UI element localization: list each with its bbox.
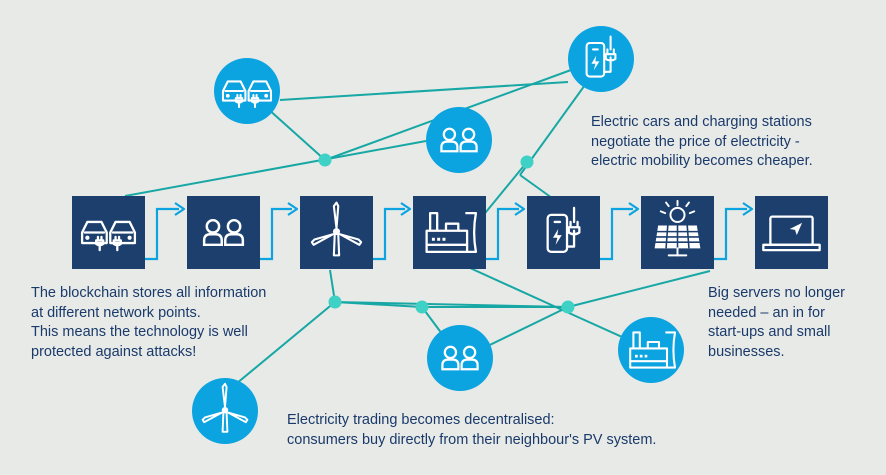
chain-box — [300, 196, 373, 269]
people-icon — [440, 127, 478, 153]
network-connection-line — [567, 270, 711, 308]
network-circle — [426, 107, 492, 173]
charging-station-icon — [546, 206, 581, 254]
wind-turbine-icon — [310, 201, 363, 257]
caption-big-servers: Big servers no longer needed – an in for… — [708, 285, 846, 360]
chain-box — [755, 196, 828, 269]
network-circle — [427, 325, 493, 391]
chain-arrow — [373, 202, 412, 261]
network-junctions — [318, 153, 575, 314]
network-circle — [618, 317, 684, 383]
factory-icon — [629, 331, 677, 369]
solar-panel-icon — [654, 199, 701, 257]
chain-arrows — [145, 202, 754, 261]
chain-arrow — [486, 202, 526, 261]
caption-electric-mobility: Electric cars and charging stations nego… — [591, 114, 813, 169]
electric-car-icon — [221, 80, 273, 109]
network-node — [520, 155, 534, 169]
chain-box — [187, 196, 260, 269]
network-lines — [124, 58, 711, 399]
chain-box — [527, 196, 600, 269]
chain-arrow — [714, 202, 754, 261]
chain-arrow — [145, 202, 186, 261]
people-icon — [441, 345, 479, 371]
network-node — [328, 295, 342, 309]
charging-station-icon — [585, 35, 617, 78]
chain-box — [413, 196, 486, 269]
caption-blockchain: The blockchain stores all information at… — [31, 285, 267, 360]
factory-icon — [425, 211, 478, 254]
caption-electricity-trading: Electricity trading becomes decentralise… — [287, 412, 657, 448]
network-circle — [192, 378, 258, 444]
network-circles — [192, 26, 684, 444]
network-node — [318, 153, 332, 167]
laptop-icon — [762, 215, 821, 252]
network-node — [415, 300, 429, 314]
electric-car-icon — [80, 220, 137, 252]
network-circle — [214, 58, 280, 124]
chain-arrow — [600, 202, 640, 261]
wind-turbine-icon — [201, 382, 249, 433]
network-circle — [568, 26, 634, 92]
network-connection-line — [124, 140, 427, 197]
network-connection-line — [334, 301, 569, 308]
network-node — [561, 300, 575, 314]
chain-boxes — [72, 196, 828, 269]
chain-arrow — [260, 202, 299, 261]
people-icon — [202, 218, 245, 247]
network-connection-line — [279, 81, 569, 101]
chain-box — [641, 196, 714, 269]
chain-box — [72, 196, 145, 269]
